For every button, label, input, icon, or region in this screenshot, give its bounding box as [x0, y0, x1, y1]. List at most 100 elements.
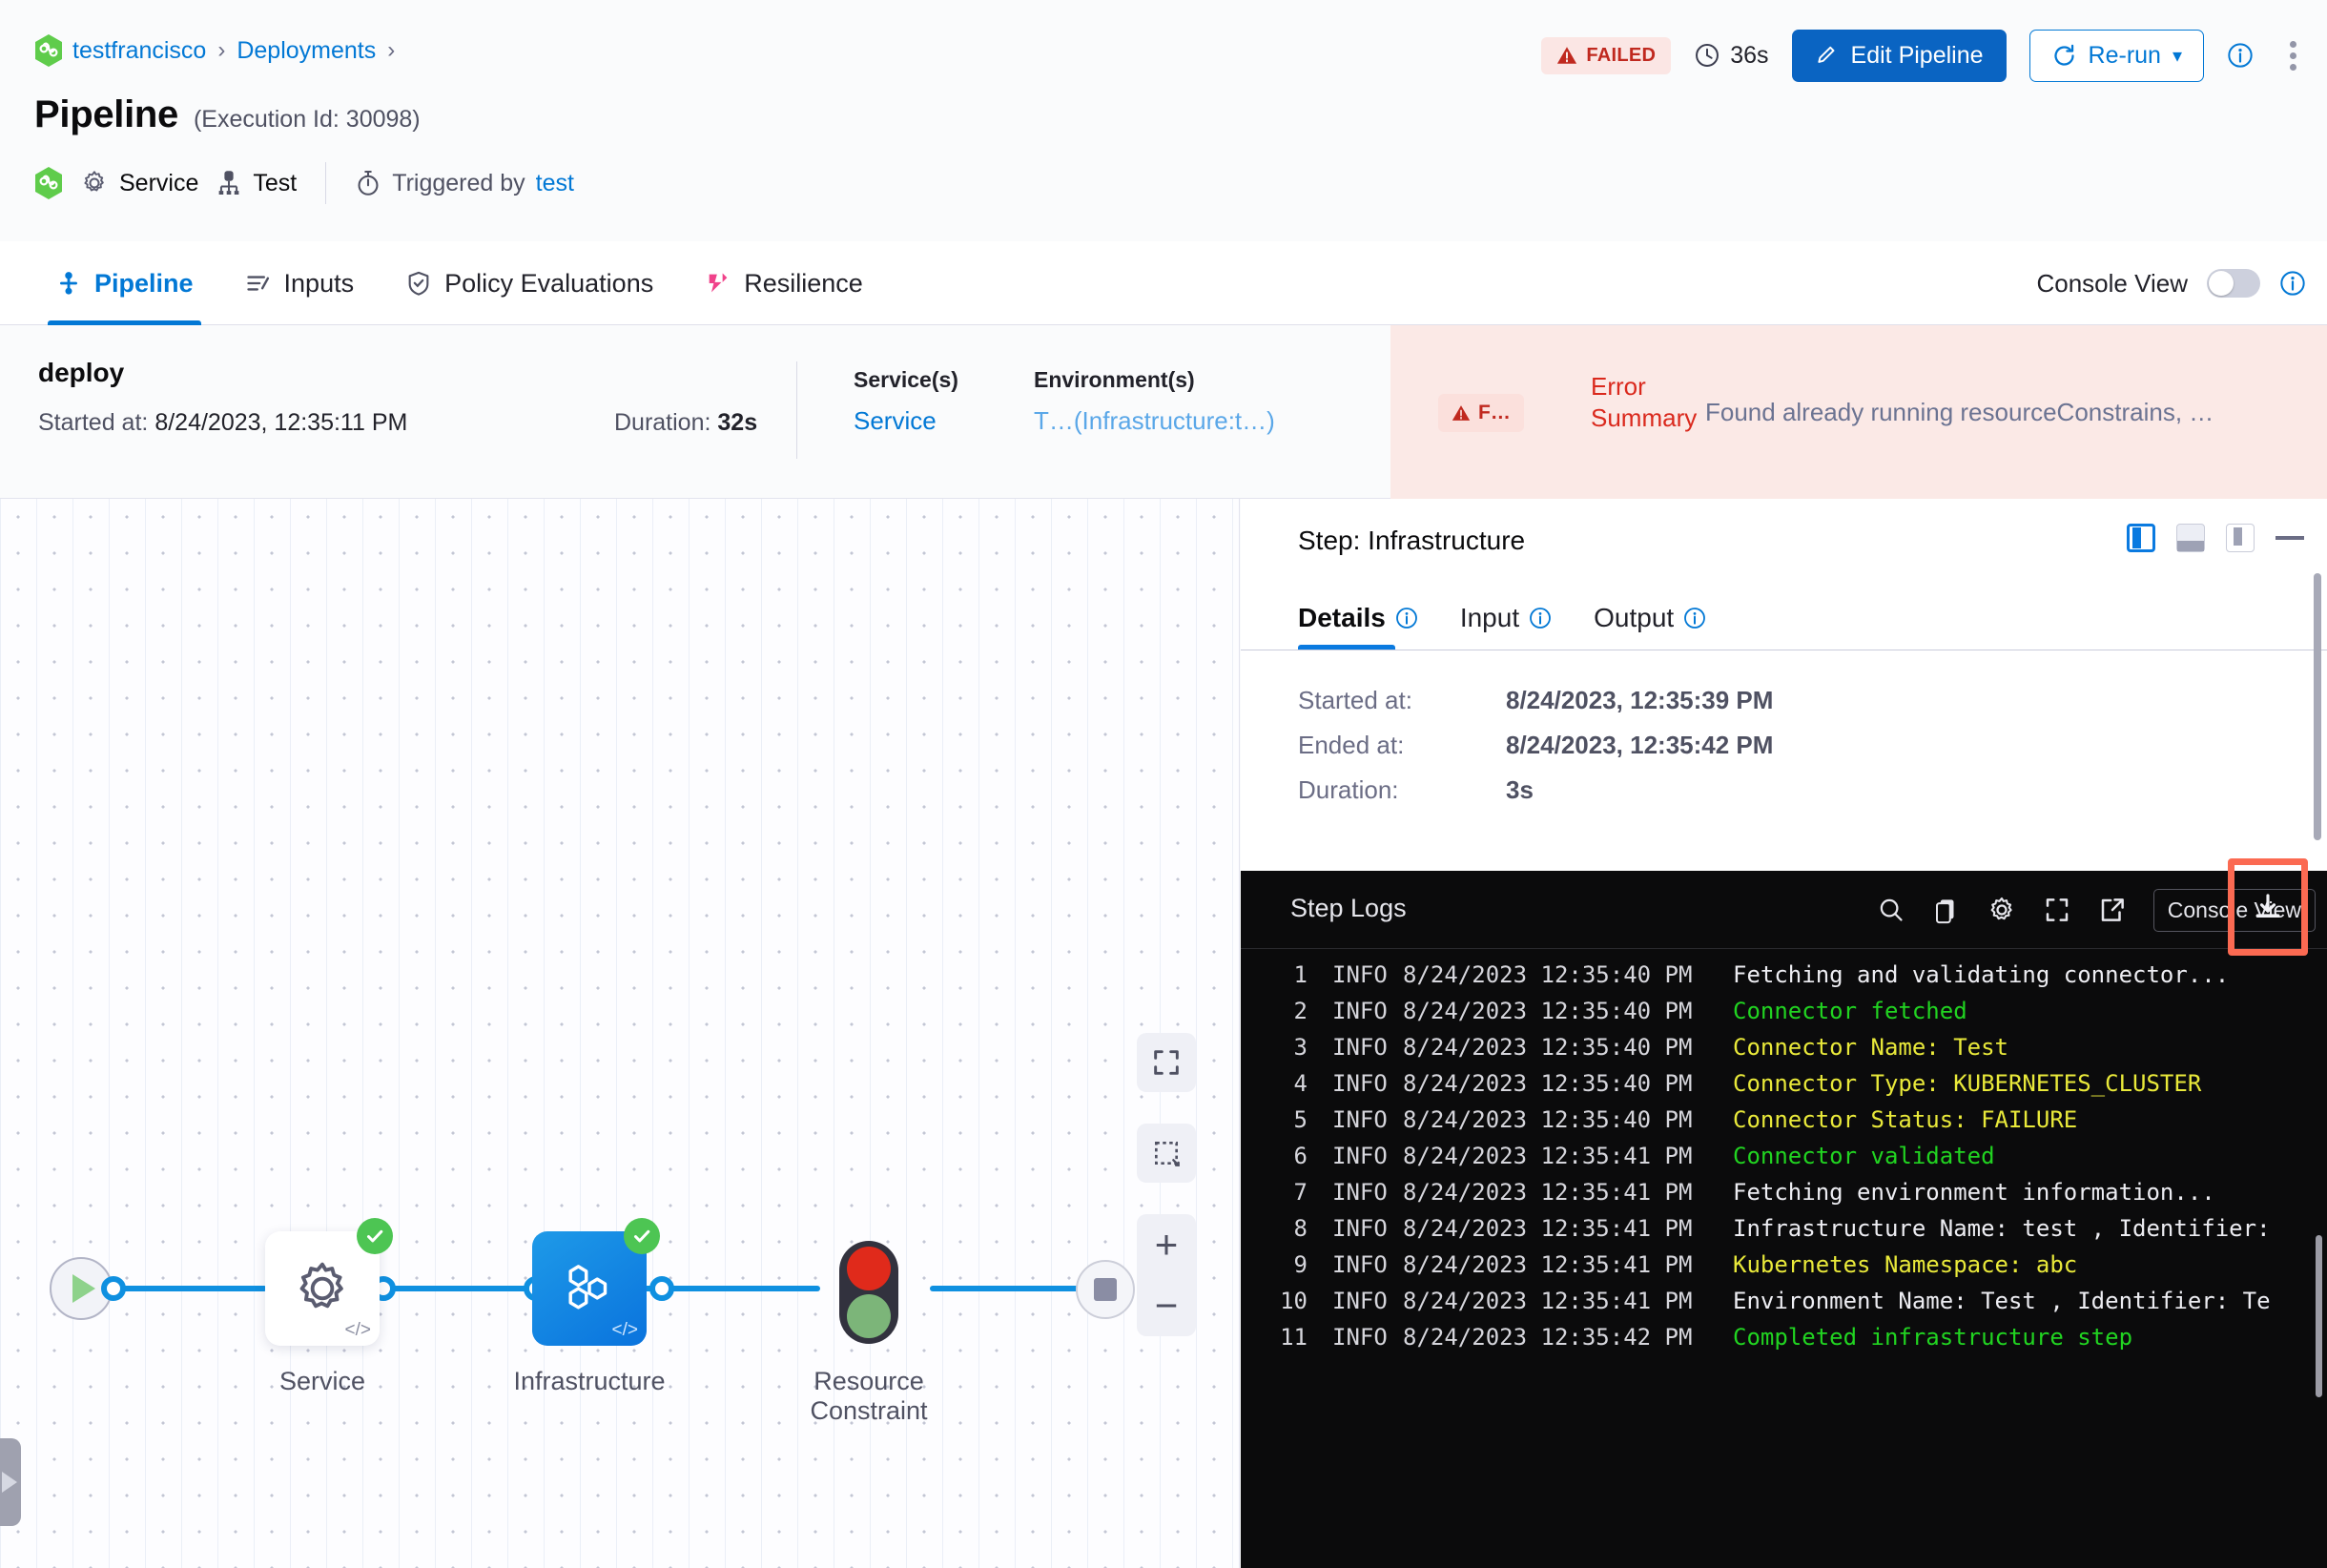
- copy-icon[interactable]: [1932, 896, 1961, 924]
- search-icon[interactable]: [1877, 896, 1905, 924]
- info-icon[interactable]: [1395, 607, 1418, 629]
- traffic-light-red-icon: [847, 1247, 891, 1290]
- open-external-icon[interactable]: [2098, 896, 2127, 924]
- full-view-icon[interactable]: [2226, 524, 2255, 552]
- tab-resilience[interactable]: Resilience: [684, 241, 884, 325]
- tab-output[interactable]: Output: [1594, 587, 1706, 650]
- error-summary-panel: F… Error Summary Found already running r…: [1390, 325, 2327, 499]
- zoom-out-button[interactable]: −: [1154, 1283, 1179, 1328]
- harness-logo-icon: [35, 34, 62, 67]
- info-icon[interactable]: [2227, 42, 2254, 69]
- tab-policy-evaluations-label: Policy Evaluations: [444, 268, 654, 298]
- clock-icon: [1696, 44, 1720, 67]
- log-level: INFO: [1332, 1251, 1388, 1278]
- tab-resilience-label: Resilience: [744, 268, 863, 298]
- triggered-by-user[interactable]: test: [535, 169, 574, 196]
- collapse-panel-handle[interactable]: [0, 1438, 21, 1526]
- stopwatch-icon: [358, 170, 379, 196]
- log-message: Connector fetched: [1733, 998, 1967, 1024]
- info-icon[interactable]: [2279, 270, 2306, 297]
- step-details-list: Started at: 8/24/2023, 12:35:39 PM Ended…: [1298, 686, 1773, 820]
- tab-output-label: Output: [1594, 603, 1675, 632]
- node-resource-constraint[interactable]: [839, 1241, 898, 1344]
- breadcrumb-project[interactable]: testfrancisco: [72, 36, 207, 64]
- log-timestamp: 8/24/2023 12:35:41 PM: [1403, 1143, 1693, 1169]
- stop-square-icon: [1094, 1278, 1117, 1301]
- fullscreen-button[interactable]: [1137, 1033, 1196, 1092]
- tab-policy-evaluations[interactable]: Policy Evaluations: [384, 241, 674, 325]
- pipeline-graph-canvas[interactable]: </> Service </> Infrastructure Resource …: [0, 499, 1240, 1568]
- breadcrumb-separator-1: ›: [217, 37, 226, 63]
- re-run-button[interactable]: Re-run ▾: [2028, 29, 2204, 82]
- log-line-number: 11: [1280, 1324, 1308, 1351]
- stage-duration: Duration: 32s: [614, 409, 757, 437]
- traffic-light-green-icon: [847, 1294, 891, 1338]
- tab-input[interactable]: Input: [1460, 587, 1552, 650]
- zoom-in-button[interactable]: +: [1154, 1222, 1179, 1267]
- split-right-view-icon[interactable]: [2127, 524, 2155, 552]
- detail-label: Ended at:: [1298, 731, 1405, 759]
- marquee-select-button[interactable]: [1137, 1124, 1196, 1183]
- log-line-number: 8: [1293, 1215, 1308, 1242]
- log-message: Completed infrastructure step: [1733, 1324, 2133, 1351]
- stage-services-column: Service(s) Service: [854, 367, 958, 436]
- inputs-icon: [246, 276, 269, 291]
- log-timestamp: 8/24/2023 12:35:40 PM: [1403, 1034, 1693, 1061]
- infrastructure-icon: [218, 171, 239, 195]
- detail-value: 8/24/2023, 12:35:42 PM: [1506, 731, 1774, 759]
- log-line-number: 4: [1293, 1070, 1308, 1097]
- breadcrumb-deployments[interactable]: Deployments: [237, 36, 377, 64]
- download-icon[interactable]: [2252, 891, 2284, 923]
- re-run-caret-icon: ▾: [2172, 45, 2182, 67]
- log-line-number: 2: [1293, 998, 1308, 1024]
- edit-pipeline-button[interactable]: Edit Pipeline: [1791, 29, 2007, 82]
- pipeline-meta-row: Service Test Triggered by: [34, 162, 574, 204]
- kebab-menu-icon[interactable]: [2276, 35, 2310, 76]
- tab-inputs[interactable]: Inputs: [224, 241, 376, 325]
- port-start: [101, 1276, 126, 1301]
- meta-divider: [325, 162, 327, 204]
- node-code-badge: </>: [344, 1320, 371, 1340]
- breadcrumb: testfrancisco › Deployments ›: [34, 34, 397, 67]
- split-bottom-view-icon[interactable]: [2176, 524, 2205, 552]
- log-line: 3 INFO 8/24/2023 12:35:40 PM Connector N…: [1241, 1029, 2327, 1065]
- tab-pipeline[interactable]: Pipeline: [34, 241, 215, 325]
- tab-details[interactable]: Details: [1298, 587, 1418, 650]
- step-panel-scrollbar[interactable]: [2314, 573, 2321, 840]
- node-service[interactable]: </>: [265, 1218, 393, 1346]
- info-icon[interactable]: [1683, 607, 1706, 629]
- meta-service[interactable]: Service: [80, 169, 198, 197]
- log-line: 9 INFO 8/24/2023 12:35:41 PM Kubernetes …: [1241, 1247, 2327, 1283]
- download-logs-highlight: [2228, 858, 2308, 956]
- node-infrastructure[interactable]: </>: [532, 1218, 660, 1346]
- log-scrollbar[interactable]: [2316, 1235, 2322, 1397]
- environments-value[interactable]: T…(Infrastructure:t…): [1034, 406, 1275, 435]
- log-level: INFO: [1332, 998, 1388, 1024]
- end-node[interactable]: [1076, 1260, 1135, 1319]
- detail-label: Duration:: [1298, 775, 1399, 804]
- console-view-toggle[interactable]: [2207, 269, 2260, 298]
- success-check-icon: [357, 1218, 393, 1254]
- minimize-icon[interactable]: [2276, 536, 2304, 540]
- header-actions: FAILED 36s Edit Pipeline: [1541, 29, 2310, 82]
- services-header: Service(s): [854, 367, 958, 392]
- node-service-label: Service: [278, 1367, 366, 1395]
- expand-icon[interactable]: [2043, 896, 2071, 924]
- stage-environments-column: Environment(s) T…(Infrastructure:t…): [1034, 367, 1275, 436]
- re-run-label: Re-run: [2088, 41, 2161, 69]
- gear-icon[interactable]: [1987, 896, 2016, 924]
- port-infrastructure-out: [649, 1276, 674, 1301]
- page-title-row: Pipeline (Execution Id: 30098): [34, 93, 421, 136]
- meta-test[interactable]: Test: [216, 169, 297, 197]
- status-badge-label: FAILED: [1586, 44, 1657, 66]
- detail-label: Started at:: [1298, 686, 1412, 714]
- info-icon[interactable]: [1529, 607, 1552, 629]
- stage-name: deploy: [38, 358, 125, 387]
- services-value[interactable]: Service: [854, 406, 937, 435]
- step-logs-body[interactable]: 1 INFO 8/24/2023 12:35:40 PM Fetching an…: [1241, 949, 2327, 1568]
- detail-row: Duration: 3s: [1298, 775, 1773, 805]
- log-message: Connector validated: [1733, 1143, 1995, 1169]
- zoom-controls: + −: [1137, 1214, 1196, 1336]
- marquee-select-icon: [1155, 1142, 1180, 1166]
- gear-icon: [299, 1262, 343, 1309]
